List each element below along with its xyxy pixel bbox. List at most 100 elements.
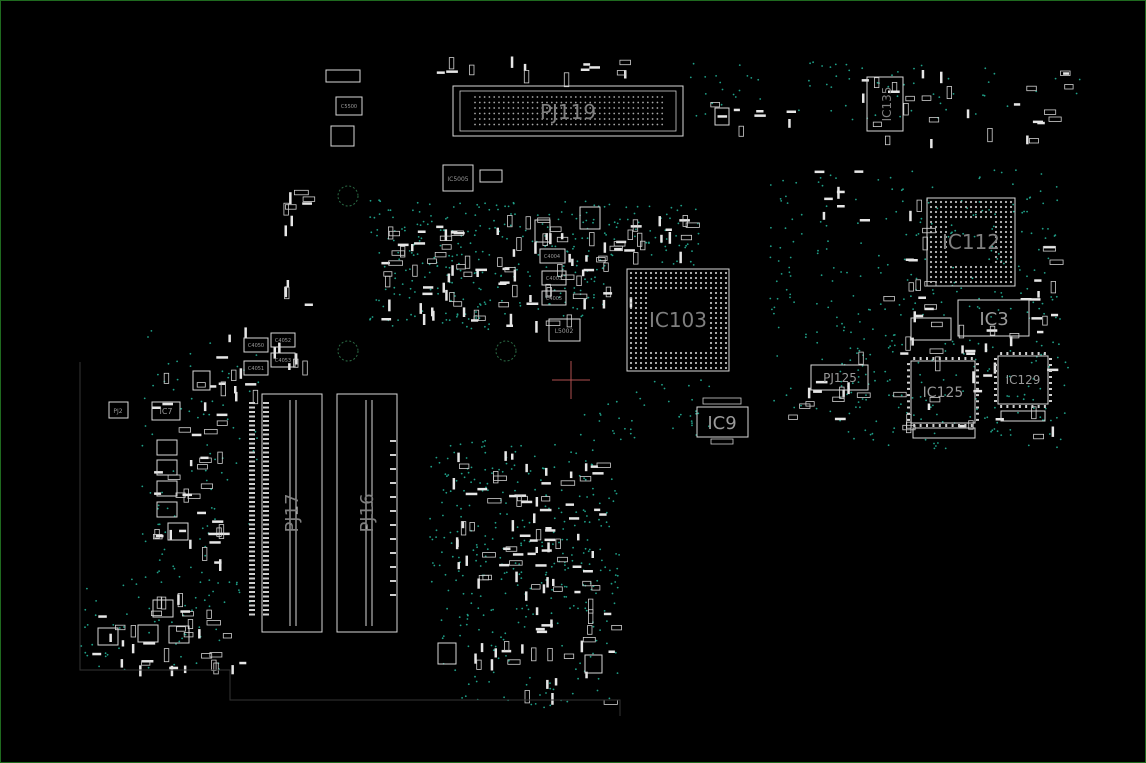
via <box>708 385 711 388</box>
bga-ball <box>994 275 998 279</box>
label-ic125: IC125 <box>923 385 964 401</box>
part-c4051[interactable]: C4051 <box>243 360 269 376</box>
via <box>144 425 147 427</box>
bga-ball <box>644 346 648 350</box>
part-c5500[interactable]: C5500 <box>335 96 363 116</box>
smd-footprint <box>598 255 608 262</box>
chip-ic9[interactable]: IC9 <box>696 397 749 445</box>
smd-footprint <box>384 275 391 288</box>
ic-pin <box>1018 405 1021 408</box>
bga-ball <box>699 271 703 275</box>
connector-pin <box>263 438 269 440</box>
bga-ball <box>719 301 723 305</box>
chip-ic125[interactable]: IC125 <box>907 357 979 427</box>
via <box>484 451 487 454</box>
label-c4051: C4051 <box>248 366 264 372</box>
via <box>885 217 888 220</box>
connector-pin <box>560 112 563 115</box>
chip-ic112[interactable]: IC112 <box>926 197 1016 287</box>
connector-pj17[interactable]: PJ17 <box>249 393 323 633</box>
bga-ball <box>674 366 678 370</box>
via <box>540 582 543 584</box>
chip-ic3[interactable]: IC3 <box>957 299 1030 337</box>
smd-pad <box>541 482 551 485</box>
via <box>688 384 690 387</box>
connector-pin <box>390 510 396 512</box>
part-pj2[interactable]: PJ2 <box>108 401 129 419</box>
via <box>878 254 880 257</box>
connector-pin <box>603 123 606 126</box>
via <box>583 477 585 480</box>
via <box>178 640 181 643</box>
connector-pj16[interactable]: PJ16 <box>336 393 398 633</box>
label-ic5005: IC5005 <box>447 176 468 183</box>
connector-pin <box>550 96 553 98</box>
bga-ball <box>1004 225 1008 229</box>
via <box>458 556 460 559</box>
connector-pj119[interactable]: PJ119 <box>452 85 684 137</box>
via <box>929 406 932 409</box>
part-c4050[interactable]: C4050 <box>243 337 269 353</box>
part-c4052[interactable]: C4052 <box>270 332 296 348</box>
ic-pin <box>1043 405 1046 408</box>
via <box>789 296 791 299</box>
part-l5002[interactable]: L5002 <box>548 318 581 342</box>
connector-pin <box>249 510 255 512</box>
part-c4004[interactable]: C4004 <box>539 248 566 264</box>
via <box>1032 301 1035 304</box>
via <box>1017 411 1019 414</box>
bga-ball <box>679 276 683 280</box>
via <box>976 306 979 308</box>
via <box>489 299 492 302</box>
connector-pin <box>555 112 558 115</box>
smd-pad <box>245 383 257 386</box>
chip-ic135[interactable]: IC135 <box>866 76 904 132</box>
connector-pin <box>627 107 630 109</box>
part-c4053[interactable]: C4053 <box>270 352 296 368</box>
smd-footprint <box>391 250 406 256</box>
part-c4003[interactable]: C4003 <box>541 270 567 286</box>
ic-pin <box>1049 382 1052 384</box>
via <box>898 304 901 306</box>
connector-pj125[interactable]: PJ125 <box>810 364 869 391</box>
bga-ball <box>644 311 648 315</box>
bga-ball <box>699 356 703 360</box>
bga-ball <box>939 240 943 244</box>
bga-ball <box>1004 215 1008 219</box>
via <box>990 249 993 252</box>
bga-ball <box>929 275 933 279</box>
part-ic7[interactable]: IC7 <box>151 401 181 421</box>
bga-ball <box>724 341 728 345</box>
via <box>389 209 392 212</box>
bga-ball <box>664 366 668 370</box>
via <box>449 531 452 534</box>
via <box>565 586 568 588</box>
via <box>144 540 147 543</box>
smd-pad <box>239 661 247 665</box>
via <box>994 291 996 293</box>
via <box>456 254 458 256</box>
bga-ball <box>689 271 693 275</box>
via <box>1009 434 1012 436</box>
connector-pin <box>522 112 524 115</box>
via <box>429 288 432 291</box>
part-c4005[interactable]: C4005 <box>541 290 567 306</box>
ic-pin <box>951 424 954 427</box>
via <box>816 302 818 305</box>
bga-ball <box>934 215 938 219</box>
connector-pin <box>263 447 269 449</box>
via <box>588 563 591 565</box>
via <box>919 373 921 376</box>
part-ic5005[interactable]: IC5005 <box>442 164 474 192</box>
via <box>524 229 527 232</box>
bga-ball <box>709 311 713 315</box>
via <box>645 241 648 244</box>
bga-ball <box>979 215 983 219</box>
chip-ic129[interactable]: IC129 <box>994 352 1052 408</box>
via <box>563 595 566 598</box>
via <box>1063 412 1066 414</box>
via <box>576 308 579 310</box>
chip-ic103[interactable]: IC103 <box>626 268 730 372</box>
